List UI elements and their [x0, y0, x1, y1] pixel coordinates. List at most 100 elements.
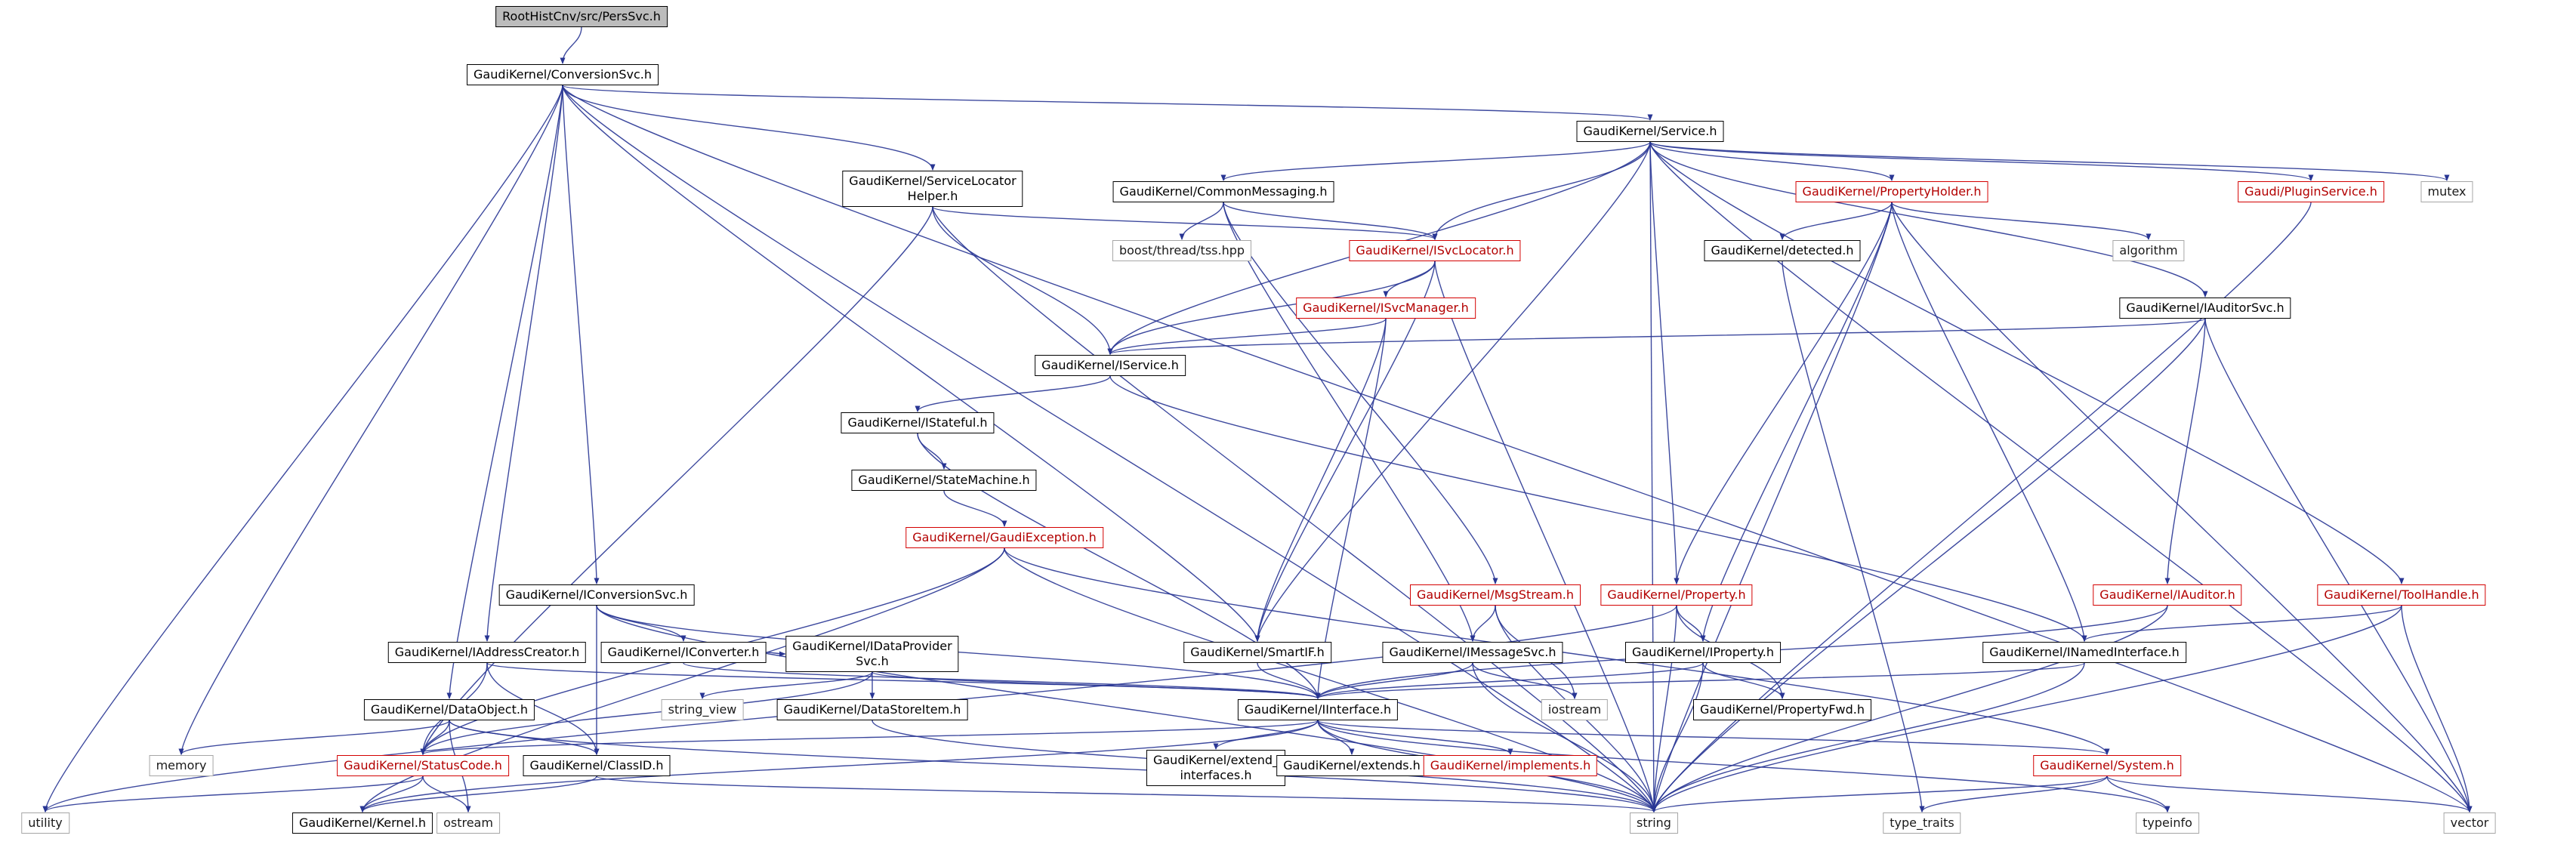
node-property[interactable]: GaudiKernel/Property.h — [1600, 584, 1753, 606]
edge-iconverter-to-idataprovidersvc — [766, 651, 786, 657]
edge-isvclocator-to-smartif — [1254, 261, 1436, 642]
edge-dataobject-to-memory — [178, 720, 450, 755]
edge-dataobject-to-string — [449, 720, 1657, 812]
edge-idataprovidersvc-to-iinterface — [872, 671, 1321, 699]
node-idataprovidersvc[interactable]: GaudiKernel/IDataProvider Svc.h — [785, 636, 959, 672]
edge-iservice-to-inamedinterface — [1109, 375, 2087, 642]
node-implements[interactable]: GaudiKernel/implements.h — [1423, 755, 1598, 776]
node-iauditorsvc[interactable]: GaudiKernel/IAuditorSvc.h — [2119, 298, 2291, 319]
node-kernel[interactable]: GaudiKernel/Kernel.h — [292, 812, 433, 834]
node-system[interactable]: GaudiKernel/System.h — [2033, 755, 2181, 776]
node-istateful[interactable]: GaudiKernel/IStateful.h — [841, 412, 995, 433]
node-service[interactable]: GaudiKernel/Service.h — [1576, 121, 1724, 142]
edge-conversionsvc-to-servicelocatorhelper — [562, 85, 936, 171]
edge-iauditorsvc-to-vector — [2204, 318, 2473, 812]
edge-iinterface-to-statuscode — [420, 720, 1319, 755]
edge-statuscode-to-ostream — [422, 775, 471, 812]
edge-imessagesvc-to-iostream — [1472, 662, 1578, 699]
edge-statuscode-to-utility — [42, 775, 424, 812]
edge-imessagesvc-to-iinterface — [1315, 662, 1473, 699]
edge-system-to-string — [1651, 775, 2108, 812]
edge-classid-to-string — [596, 775, 1656, 812]
node-string: string — [1630, 812, 1678, 834]
edge-istateful-to-iinterface — [917, 433, 1321, 699]
node-gaudiexception[interactable]: GaudiKernel/GaudiException.h — [905, 527, 1103, 548]
node-msgstream[interactable]: GaudiKernel/MsgStream.h — [1409, 584, 1581, 606]
edge-iinterface-to-system — [1317, 720, 2110, 755]
edge-iproperty-to-string — [1651, 662, 1704, 812]
edge-service-to-iauditorsvc — [1649, 141, 2208, 298]
edge-service-to-propertyholder — [1649, 141, 1895, 181]
node-dataobject[interactable]: GaudiKernel/DataObject.h — [363, 699, 535, 720]
edge-service-to-isvclocator — [1432, 141, 1651, 240]
node-string_view: string_view — [661, 699, 744, 720]
edge-system-to-typeinfo — [2106, 775, 2170, 812]
node-extend_interfaces[interactable]: GaudiKernel/extend_ interfaces.h — [1146, 750, 1286, 786]
edge-conversionsvc-to-string — [562, 85, 1657, 812]
node-mutex: mutex — [2420, 181, 2473, 202]
edge-commonmessaging-to-msgstream — [1223, 202, 1498, 584]
edge-isvclocator-to-iservice — [1107, 261, 1436, 355]
node-iauditor[interactable]: GaudiKernel/IAuditor.h — [2093, 584, 2242, 606]
node-type_traits: type_traits — [1883, 812, 1961, 834]
node-iconversionsvc[interactable]: GaudiKernel/IConversionSvc.h — [498, 584, 695, 606]
edge-propertyholder-to-inamedinterface — [1891, 202, 2087, 642]
node-detected[interactable]: GaudiKernel/detected.h — [1704, 240, 1861, 261]
node-pluginservice[interactable]: Gaudi/PluginService.h — [2238, 181, 2384, 202]
node-iaddresscreator[interactable]: GaudiKernel/IAddressCreator.h — [387, 642, 587, 663]
node-iservice[interactable]: GaudiKernel/IService.h — [1035, 355, 1186, 376]
edge-servicelocatorhelper-to-iservice — [932, 206, 1113, 355]
edge-toolhandle-to-string — [1651, 605, 2402, 812]
node-memory: memory — [149, 755, 214, 776]
edge-imessagesvc-to-string — [1472, 662, 1657, 812]
node-commonmessaging[interactable]: GaudiKernel/CommonMessaging.h — [1112, 181, 1334, 202]
node-isvcmanager[interactable]: GaudiKernel/ISvcManager.h — [1296, 298, 1476, 319]
edge-iconverter-to-iinterface — [683, 662, 1321, 699]
edge-service-to-mutex — [1649, 141, 2450, 181]
edge-isvcmanager-to-iservice — [1107, 318, 1387, 355]
edge-classid-to-kernel — [359, 775, 597, 812]
edge-isvcmanager-to-iinterface — [1315, 318, 1387, 699]
node-boosttss: boost/thread/tss.hpp — [1112, 240, 1252, 261]
edge-iinterface-to-kernel — [359, 720, 1319, 812]
edge-toolhandle-to-inamedinterface — [2081, 605, 2402, 642]
node-ostream: ostream — [437, 812, 500, 834]
node-iconverter[interactable]: GaudiKernel/IConverter.h — [600, 642, 767, 663]
node-propertyholder[interactable]: GaudiKernel/PropertyHolder.h — [1795, 181, 1988, 202]
edge-iproperty-to-propertyfwd — [1702, 662, 1785, 699]
edge-idataprovidersvc-to-statuscode — [420, 671, 873, 755]
edge-pluginservice-to-string — [1651, 202, 2312, 812]
node-propertyfwd[interactable]: GaudiKernel/PropertyFwd.h — [1693, 699, 1871, 720]
node-inamedinterface[interactable]: GaudiKernel/INamedInterface.h — [1982, 642, 2186, 663]
edge-commonmessaging-to-isvclocator — [1223, 202, 1438, 240]
edge-iauditorsvc-to-iauditor — [2164, 318, 2206, 584]
node-extends[interactable]: GaudiKernel/extends.h — [1276, 755, 1427, 776]
edge-servicelocatorhelper-to-string — [932, 206, 1657, 812]
node-toolhandle[interactable]: GaudiKernel/ToolHandle.h — [2317, 584, 2486, 606]
node-iostream: iostream — [1541, 699, 1609, 720]
node-smartif[interactable]: GaudiKernel/SmartIF.h — [1183, 642, 1331, 663]
node-imessagesvc[interactable]: GaudiKernel/IMessageSvc.h — [1382, 642, 1563, 663]
node-isvclocator[interactable]: GaudiKernel/ISvcLocator.h — [1349, 240, 1521, 261]
edge-conversionsvc-to-service — [562, 85, 1652, 121]
node-servicelocatorhelper[interactable]: GaudiKernel/ServiceLocator Helper.h — [842, 171, 1023, 207]
node-datastoreitem[interactable]: GaudiKernel/DataStoreItem.h — [776, 699, 968, 720]
edge-isvcmanager-to-smartif — [1254, 318, 1387, 642]
node-statemachine[interactable]: GaudiKernel/StateMachine.h — [851, 470, 1037, 491]
node-perssvc[interactable]: RootHistCnv/src/PersSvc.h — [495, 6, 668, 27]
edge-iaddresscreator-to-classid — [486, 662, 600, 755]
node-typeinfo: typeinfo — [2136, 812, 2199, 834]
edge-service-to-smartif — [1254, 141, 1651, 642]
node-classid[interactable]: GaudiKernel/ClassID.h — [523, 755, 671, 776]
node-conversionsvc[interactable]: GaudiKernel/ConversionSvc.h — [467, 64, 659, 85]
node-iinterface[interactable]: GaudiKernel/IInterface.h — [1237, 699, 1399, 720]
edge-conversionsvc-to-smartif — [562, 85, 1260, 642]
edge-propertyholder-to-vector — [1891, 202, 2473, 812]
edge-iinterface-to-implements — [1317, 720, 1513, 755]
node-iproperty[interactable]: GaudiKernel/IProperty.h — [1625, 642, 1781, 663]
node-statuscode[interactable]: GaudiKernel/StatusCode.h — [337, 755, 509, 776]
edge-propertyholder-to-algorithm — [1891, 202, 2152, 240]
